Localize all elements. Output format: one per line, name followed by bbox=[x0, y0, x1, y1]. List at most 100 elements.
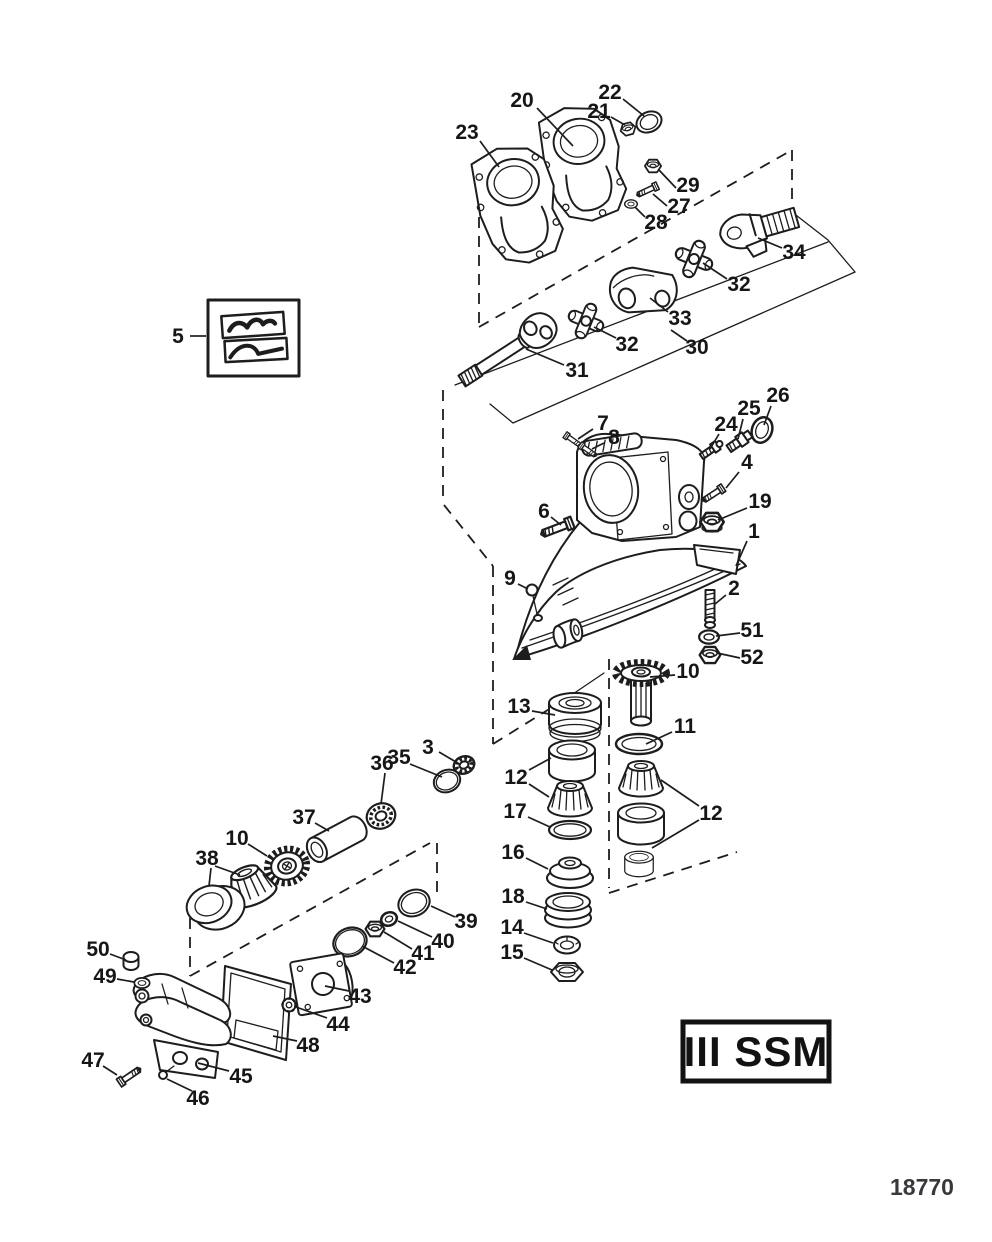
bearing-stack-group bbox=[544, 692, 602, 982]
hex-nut-15 bbox=[550, 962, 584, 982]
leader-line-27 bbox=[652, 193, 668, 207]
ring-39 bbox=[397, 888, 431, 918]
leader-line-36 bbox=[380, 772, 386, 805]
callout-21: 21 bbox=[587, 100, 611, 123]
screw-4 bbox=[699, 483, 727, 506]
leader-line-44 bbox=[295, 1006, 328, 1019]
driveline-group bbox=[457, 206, 801, 388]
leader-line-26 bbox=[763, 405, 772, 426]
tab-washer-14 bbox=[553, 935, 581, 955]
callout-51: 51 bbox=[740, 619, 764, 642]
leader-line-10 bbox=[649, 674, 676, 678]
leader-line-3 bbox=[438, 751, 457, 763]
callout-8: 8 bbox=[608, 426, 620, 449]
callout-31: 31 bbox=[565, 359, 589, 382]
leader-line-45 bbox=[197, 1062, 230, 1072]
washer-49 bbox=[133, 977, 151, 989]
callout-10: 10 bbox=[676, 660, 699, 683]
callout-18: 18 bbox=[501, 885, 525, 908]
pinion-stack-group bbox=[612, 659, 670, 878]
lower-bracket-group bbox=[115, 951, 354, 1088]
spacer-ring-17 bbox=[547, 819, 593, 841]
leader-line-47 bbox=[102, 1065, 118, 1076]
model-badge-text: III SSM bbox=[684, 1028, 829, 1075]
ring-35 bbox=[432, 768, 462, 794]
shift-assembly-34 bbox=[719, 206, 801, 258]
leader-line-25 bbox=[737, 418, 744, 440]
nut-52 bbox=[698, 645, 722, 665]
callout-45: 45 bbox=[229, 1065, 253, 1088]
bearing-sleeve-12 bbox=[624, 850, 654, 878]
callout-7: 7 bbox=[597, 412, 609, 435]
callout-43: 43 bbox=[348, 985, 371, 1008]
callout-13: 13 bbox=[507, 695, 530, 718]
leader-line-39 bbox=[430, 905, 456, 918]
callout-10: 10 bbox=[225, 827, 248, 850]
model-badge-frame bbox=[680, 1019, 832, 1084]
shift-boss-lower bbox=[678, 510, 698, 532]
callout-49: 49 bbox=[93, 965, 116, 988]
callout-2: 2 bbox=[728, 577, 740, 600]
callout-1: 1 bbox=[748, 520, 760, 543]
leader-line-8 bbox=[591, 442, 605, 450]
bearing-cup-12-left bbox=[548, 739, 596, 783]
leader-line-23 bbox=[479, 140, 500, 168]
callout-11: 11 bbox=[674, 715, 697, 738]
callout-17: 17 bbox=[503, 800, 526, 823]
callout-3: 3 bbox=[422, 736, 434, 759]
bearing-carrier-13 bbox=[548, 692, 602, 743]
callout-50: 50 bbox=[86, 938, 109, 961]
housing-front-curve bbox=[516, 521, 581, 653]
leader-line-43 bbox=[324, 985, 350, 992]
drawing-number: 18770 bbox=[890, 1174, 954, 1200]
leader-line-2 bbox=[714, 594, 727, 605]
leader-line-19 bbox=[717, 507, 748, 521]
callout-14: 14 bbox=[500, 916, 524, 939]
leader-line-4 bbox=[725, 471, 740, 489]
cover-plate-43 bbox=[289, 952, 354, 1017]
bearing-cone-12-left bbox=[547, 780, 593, 818]
callout-28: 28 bbox=[644, 211, 668, 234]
anchor-bracket-45 bbox=[132, 973, 232, 1079]
callout-16: 16 bbox=[501, 841, 524, 864]
callout-33: 33 bbox=[668, 307, 691, 330]
ring-stack-18 bbox=[544, 892, 592, 929]
flange-nut-19 bbox=[698, 511, 726, 533]
stud-2 bbox=[704, 589, 716, 629]
screw-47 bbox=[115, 1063, 144, 1088]
callout-32: 32 bbox=[727, 273, 750, 296]
callout-20: 20 bbox=[510, 89, 533, 112]
gasket-48 bbox=[220, 965, 292, 1061]
decal-box-5 bbox=[206, 298, 301, 378]
u-joint-cross-32-left bbox=[560, 295, 612, 347]
leader-line-42 bbox=[361, 945, 395, 964]
leader-line-46 bbox=[166, 1078, 193, 1092]
callout-38: 38 bbox=[195, 847, 219, 870]
callout-29: 29 bbox=[676, 174, 699, 197]
callout-40: 40 bbox=[431, 930, 454, 953]
gear-housing-group bbox=[512, 432, 747, 660]
bearing-assembly-16 bbox=[546, 856, 594, 889]
leader-line-12 bbox=[651, 819, 700, 849]
callout-39: 39 bbox=[454, 910, 477, 933]
leader-line-40 bbox=[397, 920, 433, 938]
leader-line-24 bbox=[709, 433, 720, 450]
leader-line-38 bbox=[208, 867, 212, 887]
seal-3 bbox=[452, 754, 476, 776]
bearing-cup-38 bbox=[185, 884, 246, 931]
callout-9: 9 bbox=[504, 567, 516, 590]
mounting-plates-group bbox=[465, 98, 663, 272]
seal-ring-40 bbox=[379, 910, 399, 928]
callout-42: 42 bbox=[393, 956, 416, 979]
leader-line-10 bbox=[247, 843, 268, 857]
callout-41: 41 bbox=[411, 942, 435, 965]
leader-line-6 bbox=[550, 516, 562, 526]
leader-line-38 bbox=[214, 865, 241, 876]
leader-line-35 bbox=[409, 763, 443, 778]
pin-46 bbox=[158, 1065, 175, 1080]
leader-line-17 bbox=[527, 816, 551, 828]
callout-6: 6 bbox=[538, 500, 550, 523]
callout-24: 24 bbox=[714, 413, 738, 436]
leader-line-28 bbox=[634, 206, 646, 218]
